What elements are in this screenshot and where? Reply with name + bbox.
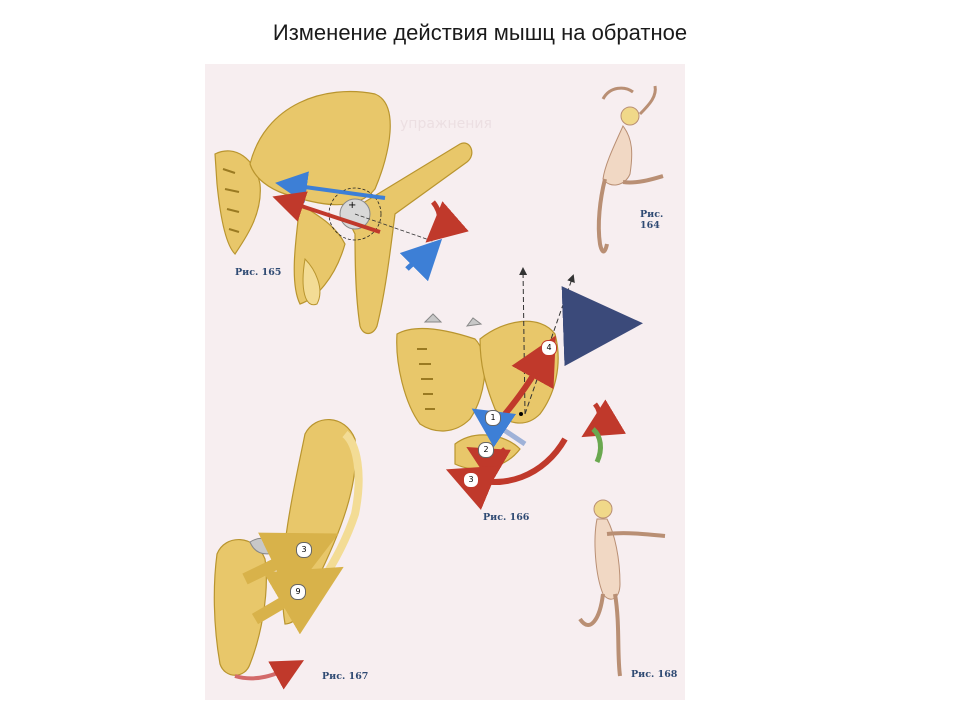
- marker-3: 3: [463, 472, 479, 488]
- caption-fig-167: Рис. 167: [322, 671, 369, 682]
- marker-fig167-3: 3: [296, 542, 312, 558]
- figure-167-hip: [213, 419, 363, 690]
- anatomy-illustrations: упражнения +: [213, 85, 666, 690]
- figure-168-dancer: [578, 499, 666, 677]
- figure-165-pelvis: +: [214, 90, 473, 335]
- svg-text:+: +: [348, 200, 356, 211]
- marker-fig167-9: 9: [290, 584, 306, 600]
- marker-2: 2: [478, 442, 494, 458]
- marker-1: 1: [485, 410, 501, 426]
- caption-fig-166: Рис. 166: [483, 512, 530, 523]
- textbook-page: упражнения +: [205, 64, 685, 700]
- ghost-text: упражнения: [400, 116, 492, 132]
- caption-fig-165: Рис. 165: [235, 267, 282, 278]
- figure-166-pelvis: [396, 267, 643, 510]
- marker-4: 4: [541, 340, 557, 356]
- slide-title: Изменение действия мышц на обратное: [272, 20, 688, 45]
- figure-164-dancer: [596, 85, 664, 254]
- caption-fig-168: Рис. 168: [631, 669, 678, 680]
- caption-fig-164: Рис. 164: [640, 209, 664, 231]
